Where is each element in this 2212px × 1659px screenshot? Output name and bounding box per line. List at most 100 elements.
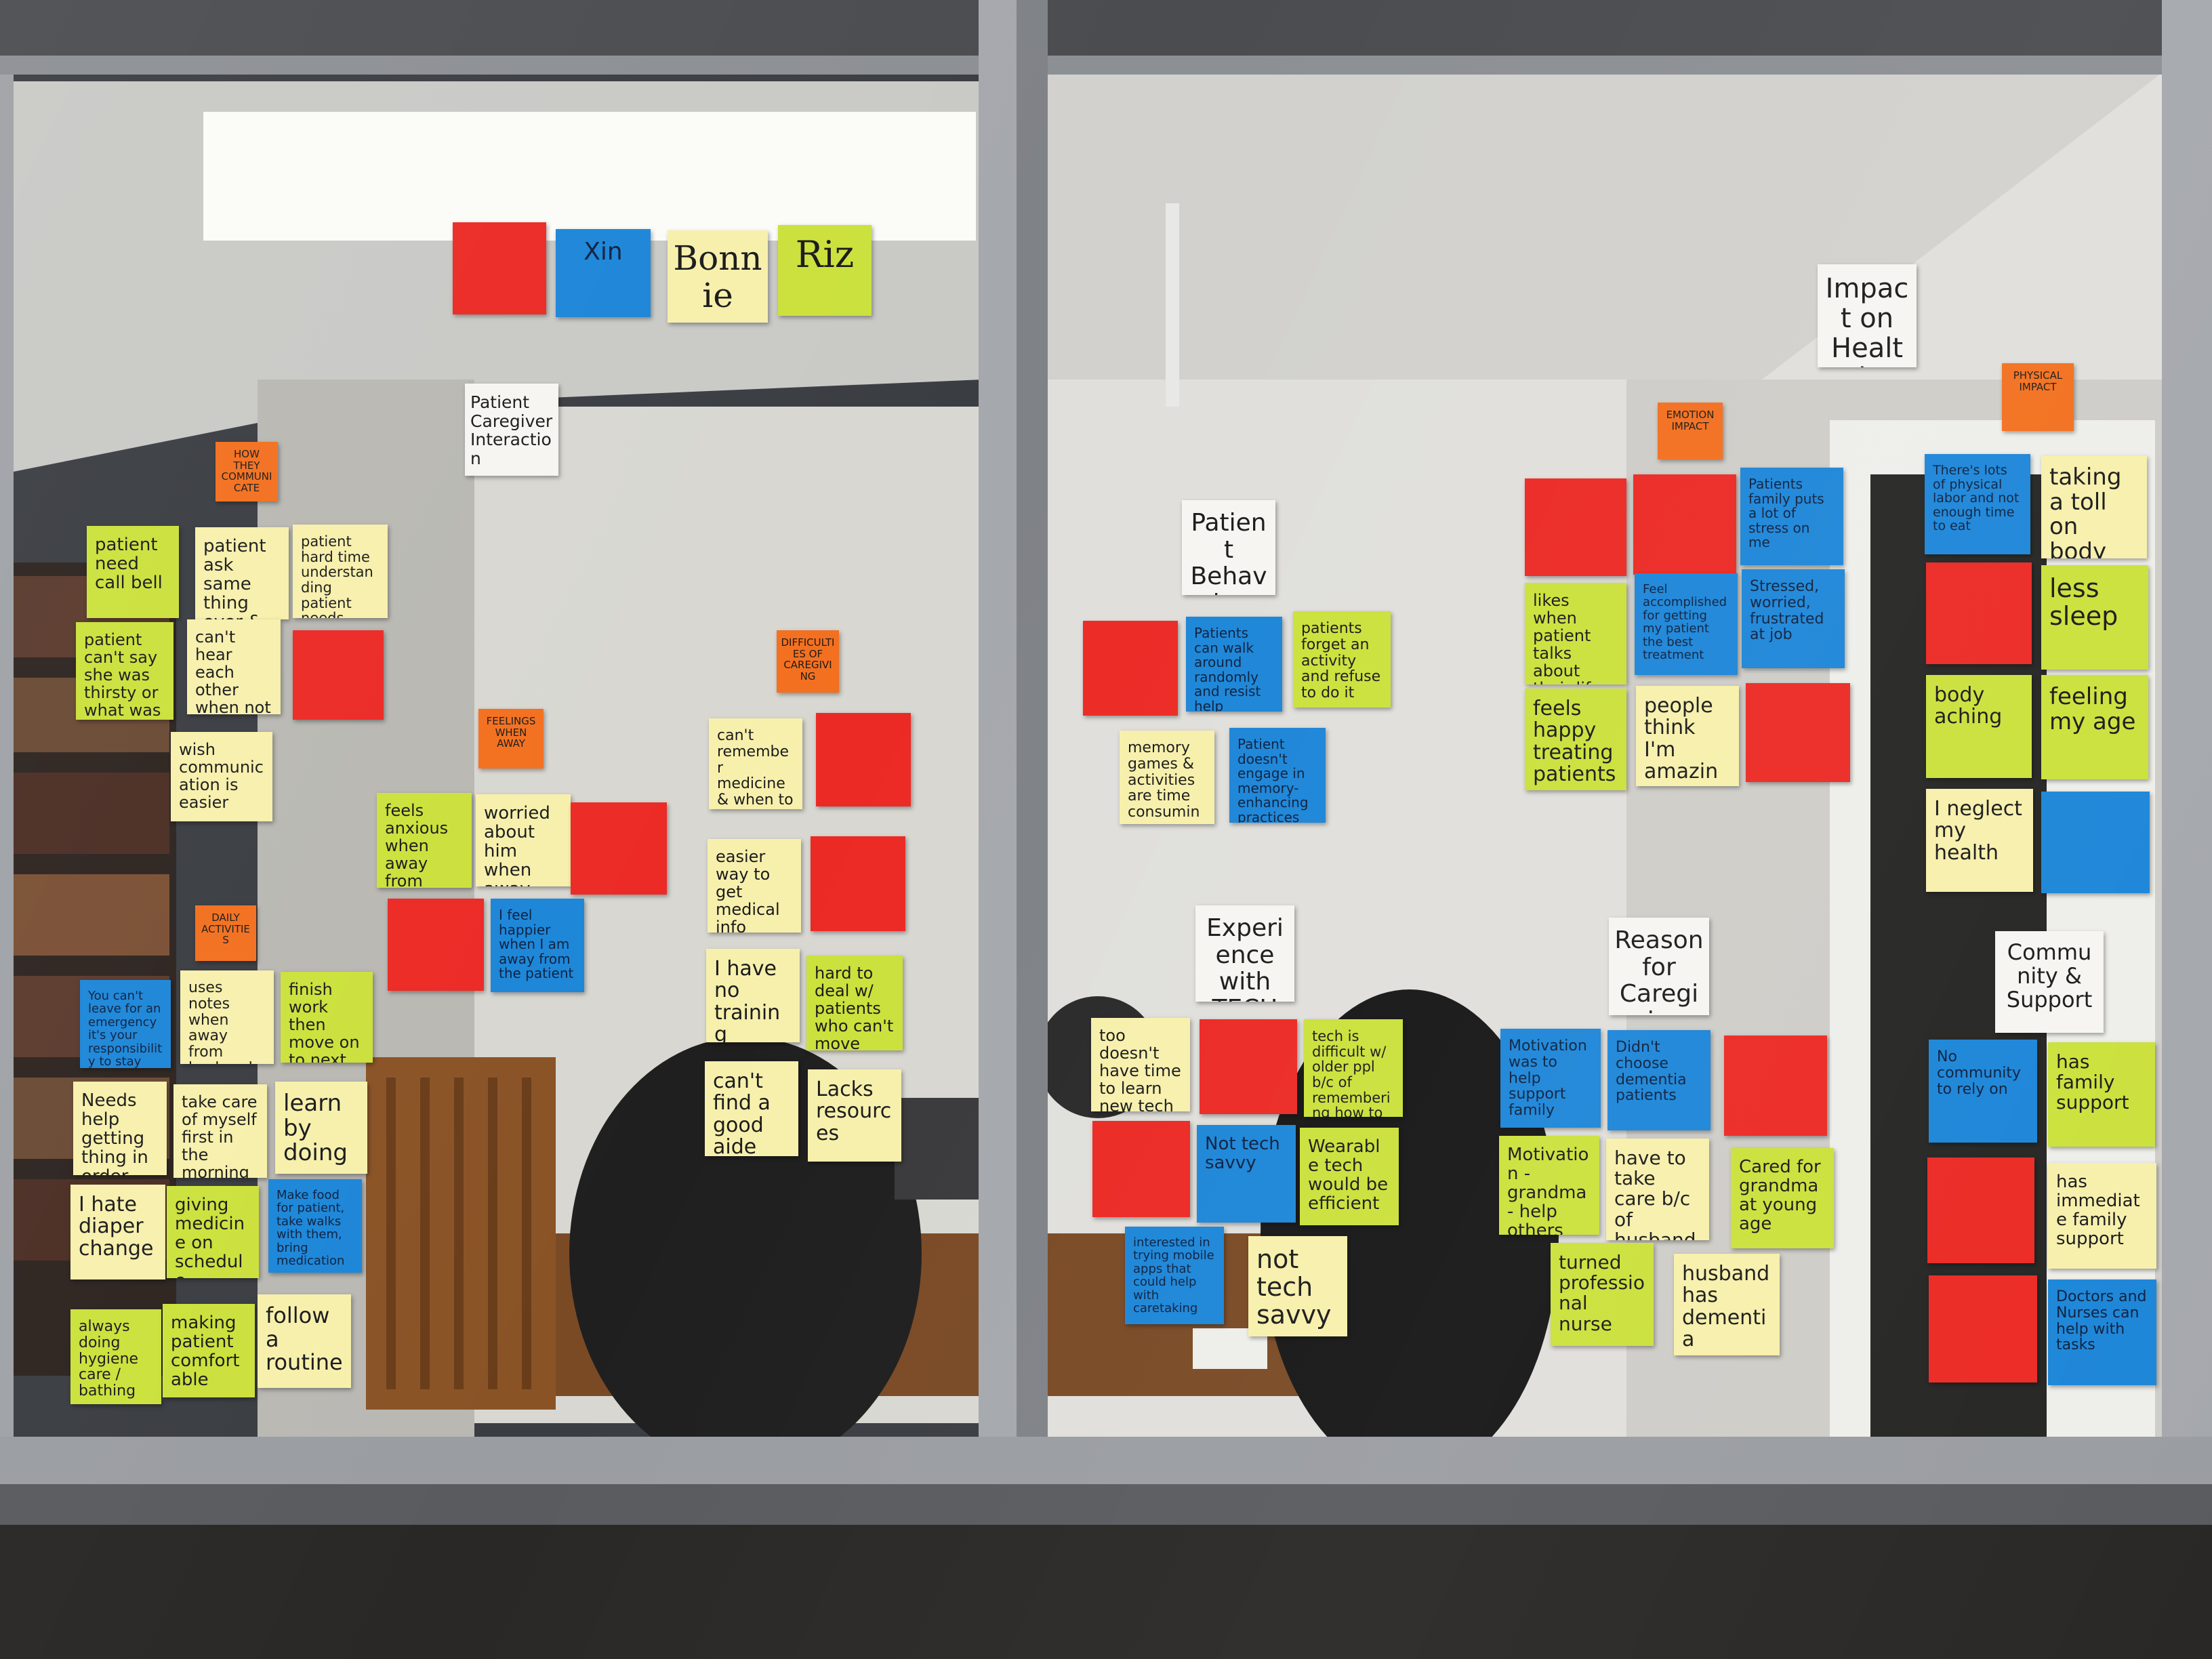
heading-patient-behavior[interactable]: Patient Behavior <box>1182 500 1275 595</box>
note-communicate-red[interactable] <box>293 630 384 720</box>
note-feelings-2[interactable]: worried about him when away <box>476 794 571 886</box>
note-daily-9[interactable]: Make food for patient, take walks with t… <box>268 1179 362 1273</box>
note-behavior-1[interactable]: Patients can walk around randomly and re… <box>1186 617 1282 712</box>
note-physical-1[interactable]: There's lots of physical labor and not e… <box>1925 454 2030 554</box>
note-feelings-1[interactable]: feels anxious when away from patient <box>377 793 472 888</box>
heading-experience-with-tech[interactable]: Experience with TECH <box>1195 905 1294 1002</box>
note-feelings-red-2[interactable] <box>388 899 484 991</box>
note-emotion-red-3[interactable] <box>1746 683 1850 782</box>
subheading-difficulties-of-caregiving[interactable]: DIFFICULTIES OF CAREGIVING <box>777 630 839 693</box>
note-reason-6[interactable]: turned professional nurse <box>1551 1243 1654 1346</box>
chair-slats <box>386 1078 531 1389</box>
note-difficulties-1[interactable]: can't remember medicine & when to take o… <box>709 718 802 809</box>
note-tech-5[interactable]: interested in trying mobile apps that co… <box>1125 1227 1224 1324</box>
note-feelings-red-1[interactable] <box>571 802 667 895</box>
note-behavior-3[interactable]: memory games & activities are time consu… <box>1120 731 1214 824</box>
note-emotion-6[interactable]: people think I'm amazing <box>1636 686 1739 786</box>
name-note-red[interactable] <box>453 222 546 314</box>
note-tech-4[interactable]: Wearable tech would be efficient <box>1300 1128 1399 1225</box>
note-community-red-1[interactable] <box>1927 1158 2034 1263</box>
note-daily-3[interactable]: finish work then move on to next patient <box>281 972 373 1063</box>
note-communicate-6[interactable]: wish communication is easier <box>171 732 272 821</box>
name-note-bonnie[interactable]: Bonnie <box>668 230 768 323</box>
note-difficulties-red-1[interactable] <box>816 713 911 806</box>
note-tech-red-2[interactable] <box>1092 1121 1190 1217</box>
subheading-emotion-impact[interactable]: EMOTION IMPACT <box>1658 403 1723 459</box>
note-physical-3[interactable]: less sleep <box>2041 565 2148 670</box>
note-emotion-1[interactable]: Patients family puts a lot of stress on … <box>1740 468 1843 565</box>
note-community-1[interactable]: No community to rely on <box>1929 1040 2037 1143</box>
note-communicate-3[interactable]: patient hard time understanding patient … <box>293 525 388 618</box>
heading-community-support[interactable]: Community & Support <box>1995 931 2104 1033</box>
name-note-xin[interactable]: Xin <box>556 229 651 317</box>
note-physical-6[interactable]: I neglect my health <box>1926 789 2033 892</box>
heading-patient-caregiver-interaction[interactable]: Patient Caregiver Interaction <box>465 384 558 476</box>
top-frame-light <box>0 56 2212 75</box>
note-community-red-2[interactable] <box>1929 1275 2037 1382</box>
note-physical-red[interactable] <box>1926 562 2032 664</box>
note-daily-1[interactable]: You can't leave for an emergency it's yo… <box>80 980 171 1068</box>
note-community-3[interactable]: has immediate family support <box>2048 1163 2156 1269</box>
note-communicate-1[interactable]: patient need call bell <box>87 526 179 618</box>
note-behavior-4[interactable]: Patient doesn't engage in memory-enhanci… <box>1229 728 1326 823</box>
subheading-feelings-when-away[interactable]: FEELINGS WHEN AWAY <box>478 709 544 769</box>
note-reason-4[interactable]: have to take care b/c of husband <box>1606 1139 1709 1240</box>
note-difficulties-4[interactable]: hard to deal w/ patients who can't move <box>806 956 903 1050</box>
note-behavior-red[interactable] <box>1083 621 1178 716</box>
note-community-4[interactable]: Doctors and Nurses can help with tasks <box>2048 1279 2156 1385</box>
heading-impact-on-health[interactable]: Impact on Health <box>1818 264 1917 367</box>
note-feelings-3[interactable]: I feel happier when I am away from the p… <box>491 899 584 992</box>
note-difficulties-2[interactable]: easier way to get medical info <box>708 839 801 933</box>
note-daily-6[interactable]: learn by doing <box>275 1082 367 1174</box>
note-daily-12[interactable]: follow a routine <box>258 1294 351 1388</box>
note-daily-4[interactable]: Needs help getting thing in order <box>73 1082 167 1175</box>
note-emotion-red-2[interactable] <box>1633 474 1736 575</box>
note-communicate-2[interactable]: patient ask same thing over & over <box>195 527 289 619</box>
note-difficulties-5[interactable]: can't find a good aide <box>705 1061 798 1156</box>
note-tech-red-1[interactable] <box>1200 1019 1297 1114</box>
note-tech-2[interactable]: tech is difficult w/ older ppl b/c of re… <box>1304 1019 1403 1117</box>
note-tech-1[interactable]: too doesn't have time to learn new tech <box>1091 1018 1190 1111</box>
bottom-sill <box>0 1437 2212 1484</box>
note-emotion-2[interactable]: likes when patient talks about their lif… <box>1525 583 1626 684</box>
right-room-ceiling <box>1044 68 2169 380</box>
note-physical-2[interactable]: taking a toll on body <box>2041 455 2147 558</box>
note-emotion-3[interactable]: Feel accomplished for getting my patient… <box>1635 573 1738 675</box>
subheading-physical-impact[interactable]: PHYSICAL IMPACT <box>2002 363 2074 431</box>
subheading-daily-activities[interactable]: DAILY ACTIVITIES <box>195 905 256 961</box>
note-reason-7[interactable]: husband has dementia <box>1674 1254 1780 1355</box>
note-communicate-5[interactable]: can't hear each other when not in same r… <box>187 619 281 714</box>
note-behavior-2[interactable]: patients forget an activity and refuse t… <box>1293 611 1391 708</box>
note-daily-11[interactable]: making patient comfortable <box>163 1304 255 1397</box>
note-community-2[interactable]: has family support <box>2048 1042 2155 1147</box>
note-daily-7[interactable]: I hate diaper change <box>70 1185 165 1279</box>
note-difficulties-red-2[interactable] <box>811 836 905 931</box>
note-reason-1[interactable]: Motivation was to help support family <box>1500 1029 1601 1128</box>
note-daily-5[interactable]: take care of myself first in the morning <box>173 1084 267 1178</box>
note-tech-6[interactable]: not tech savvy <box>1248 1236 1347 1336</box>
note-tech-3[interactable]: Not tech savvy <box>1197 1125 1296 1223</box>
note-reason-red[interactable] <box>1724 1036 1827 1136</box>
note-reason-3[interactable]: Motivation - grandma - help others <box>1499 1136 1599 1235</box>
note-difficulties-3[interactable]: I have no training <box>706 949 800 1042</box>
note-emotion-5[interactable]: feels happy treating patients <box>1525 689 1626 790</box>
note-physical-5[interactable]: feeling my age <box>2041 675 2148 779</box>
note-physical-blue[interactable] <box>2041 792 2150 893</box>
skylight-panel <box>203 112 976 241</box>
heading-reason-for-caregiving[interactable]: Reason for Caregiving <box>1609 918 1709 1015</box>
subheading-how-they-communicate[interactable]: HOW THEY COMMUNICATE <box>216 442 278 501</box>
note-emotion-red-1[interactable] <box>1525 478 1626 576</box>
note-daily-10[interactable]: always doing hygiene care / bathing <box>70 1309 161 1404</box>
note-reason-2[interactable]: Didn't choose dementia patients <box>1607 1030 1711 1130</box>
note-physical-4[interactable]: body aching <box>1926 675 2032 778</box>
note-communicate-4[interactable]: patient can't say she was thirsty or wha… <box>76 622 173 720</box>
note-daily-8[interactable]: giving medicine on schedule <box>167 1186 259 1278</box>
note-daily-2[interactable]: uses notes when away from husband to rem… <box>180 970 274 1064</box>
name-note-riz[interactable]: Riz <box>778 225 872 316</box>
left-glass-frame <box>0 0 14 1659</box>
bottom-sill-shade <box>0 1484 2212 1525</box>
note-emotion-4[interactable]: Stressed, worried, frustrated at job <box>1742 569 1845 668</box>
note-reason-5[interactable]: Cared for grandma at young age <box>1731 1148 1834 1248</box>
note-difficulties-6[interactable]: Lacks resources <box>808 1069 901 1162</box>
